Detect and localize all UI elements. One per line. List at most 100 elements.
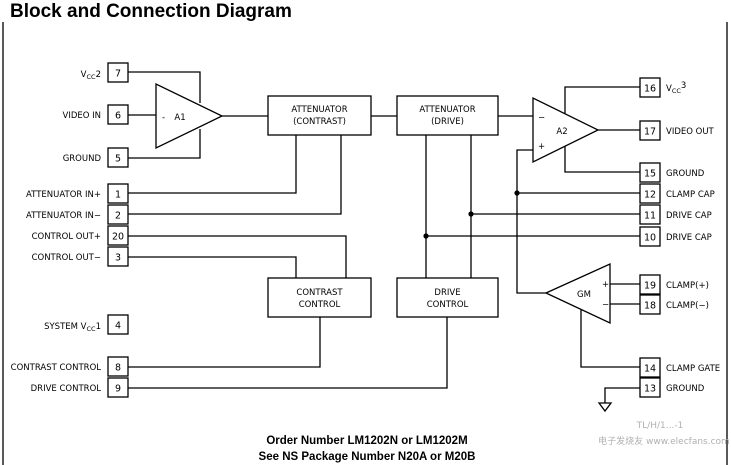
pin-15-box: [639, 162, 661, 183]
a2-label: A2: [556, 127, 567, 137]
pin-7: VCC2 7: [81, 62, 129, 83]
pin-10-number: 10: [644, 233, 656, 244]
amplifier-gm: [544, 262, 611, 325]
drive-control-line1: DRIVE: [434, 288, 460, 298]
pin-12-number: 12: [644, 190, 656, 201]
contrast-control-line1: CONTRAST: [296, 288, 343, 298]
pin-6-number: 6: [115, 111, 121, 122]
pin-1: ATTENUATOR IN+ 1: [26, 183, 129, 204]
pin-20-number: 20: [112, 232, 124, 243]
wire-a2-to-ground: [564, 146, 640, 173]
pin-2-label: ATTENUATOR IN−: [26, 211, 101, 221]
wire-vcc2-to-a1: [128, 71, 201, 103]
amplifier-a1: [155, 82, 224, 150]
pin-6-label: VIDEO IN: [63, 111, 102, 121]
attenuator-drive-block: [396, 95, 499, 136]
pin-20: CONTROL OUT+ 20: [32, 225, 129, 246]
pin-11: 11 DRIVE CAP: [639, 204, 712, 225]
junction-dot-clamp-cap: [514, 190, 520, 196]
pin-7-number: 7: [115, 69, 121, 80]
a1-label: A1: [174, 113, 185, 123]
package-number-text: See NS Package Number N20A or M20B: [259, 451, 476, 463]
wire-ground-13: [604, 387, 640, 403]
pin-16: 16 VCC3: [639, 77, 686, 98]
attenuator-contrast-block: [267, 95, 372, 136]
wire-att-in-plus: [128, 135, 297, 194]
pin-17: 17 VIDEO OUT: [639, 120, 715, 141]
junction-dot-drive-cap-11: [468, 211, 474, 217]
pin-18-number: 18: [644, 301, 656, 312]
pin-4-label: SYSTEM VCC1: [44, 322, 101, 333]
pin-3-number: 3: [115, 253, 121, 264]
gm-minus-sign: −: [602, 300, 609, 310]
watermark-text: 电子发烧友 www.elecfans.com: [598, 435, 730, 447]
pin-11-label: DRIVE CAP: [666, 211, 712, 221]
pin-5: GROUND 5: [63, 147, 129, 168]
pin-9-number: 9: [115, 384, 121, 395]
contrast-control-line2: CONTROL: [299, 300, 341, 310]
contrast-control-block: [267, 277, 372, 318]
pin-19-number: 19: [644, 281, 656, 292]
figure-reference: TL/H/1...-1: [636, 421, 684, 431]
pin-18-box: [639, 294, 661, 315]
gm-plus-sign: +: [602, 280, 609, 290]
pin-17-label: VIDEO OUT: [666, 127, 715, 137]
wire-a2-plus-to-gm: [516, 149, 546, 294]
wire-ground-to-a1: [128, 129, 201, 159]
pin-12-label: CLAMP CAP: [666, 190, 715, 200]
pin-8-label: CONTRAST CONTROL: [11, 363, 102, 373]
pin-12-box: [639, 183, 661, 204]
pin-9-label: DRIVE CONTROL: [31, 384, 102, 394]
pin-13-number: 13: [644, 384, 656, 395]
pin-2: ATTENUATOR IN− 2: [26, 204, 129, 225]
pin-4-number: 4: [115, 321, 121, 332]
pin-10: 10 DRIVE CAP: [639, 226, 712, 247]
pin-10-label: DRIVE CAP: [666, 233, 712, 243]
junction-dot-drive-cap-10: [423, 233, 429, 239]
pin-5-label: GROUND: [63, 154, 102, 164]
pin-11-number: 11: [644, 211, 656, 222]
pin-8: CONTRAST CONTROL 8: [11, 356, 129, 377]
a2-minus-sign: −: [538, 113, 545, 123]
pin-13-label: GROUND: [666, 384, 705, 394]
pin-1-label: ATTENUATOR IN+: [26, 190, 101, 200]
drive-control-block: [396, 277, 499, 318]
pin-3-label: CONTROL OUT−: [32, 253, 101, 263]
pin-19-label: CLAMP(+): [666, 281, 709, 291]
pin-20-label: CONTROL OUT+: [32, 232, 101, 242]
pin-19: 19 CLAMP(+): [639, 274, 709, 295]
pin-6: VIDEO IN 6: [63, 104, 129, 125]
pin-17-box: [639, 120, 661, 141]
pin-15-label: GROUND: [666, 169, 705, 179]
pin-18: 18 CLAMP(−): [639, 294, 709, 315]
pin-15-number: 15: [644, 169, 656, 180]
pin-13-box: [639, 377, 661, 398]
attenuator-drive-line2: (DRIVE): [431, 117, 464, 127]
pin-7-label: VCC2: [81, 70, 101, 81]
pin-14-number: 14: [644, 364, 656, 375]
pin-19-box: [639, 274, 661, 295]
wire-control-out-minus: [128, 256, 297, 278]
ground-symbol: [597, 402, 613, 413]
pin-15: 15 GROUND: [639, 162, 705, 183]
pin-9: DRIVE CONTROL 9: [31, 377, 129, 398]
a2-plus-sign: +: [538, 142, 545, 152]
drive-control-line2: CONTROL: [427, 300, 469, 310]
pin-8-number: 8: [115, 363, 121, 374]
pin-14-box: [639, 357, 661, 378]
gm-label: GM: [577, 290, 591, 300]
wire-att-in-minus: [128, 135, 342, 215]
pin-16-number: 16: [644, 84, 656, 95]
attenuator-drive-line1: ATTENUATOR: [419, 105, 475, 115]
pin-17-number: 17: [644, 127, 656, 138]
pin-16-box: [639, 77, 661, 98]
wire-control-out-plus: [128, 235, 347, 278]
attenuator-contrast-line2: (CONTRAST): [293, 117, 346, 127]
pin-4-box: [107, 314, 129, 335]
pin-18-label: CLAMP(−): [666, 301, 709, 311]
pin-4: SYSTEM VCC1 4: [44, 314, 129, 335]
pin-2-number: 2: [115, 211, 121, 222]
wire-gm-to-clamp-gate: [580, 310, 640, 368]
pin-14-label: CLAMP GATE: [666, 364, 720, 374]
